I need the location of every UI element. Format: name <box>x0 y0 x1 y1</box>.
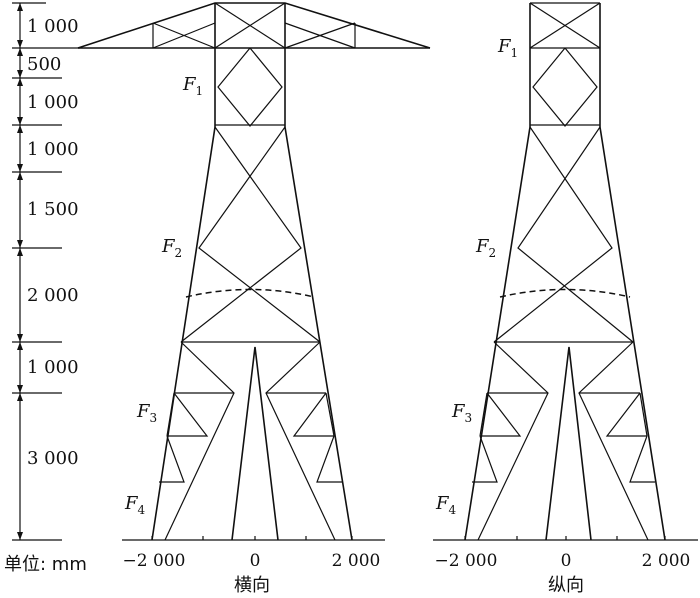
dimension-label-5: 1 500 <box>27 199 79 220</box>
dimension-label-7: 1 000 <box>27 357 79 378</box>
dimension-label-3: 1 000 <box>27 92 79 113</box>
caption-longitudinal: 纵向 <box>548 575 584 596</box>
tick-label-neg2000-long: −2 000 <box>435 551 498 571</box>
force-f1-longitudinal: F1 <box>497 36 518 60</box>
caption-transverse: 横向 <box>234 575 270 596</box>
tick-label-0-long: 0 <box>561 551 572 571</box>
force-f2-transverse: F2 <box>161 236 182 260</box>
dimension-label-2: 500 <box>27 54 61 75</box>
axis-longitudinal: −2 000 0 2 000 纵向 <box>433 536 698 596</box>
tower-head <box>214 2 286 127</box>
tick-label-0: 0 <box>250 551 261 571</box>
longitudinal-tower: F1 F2 F3 F4 −2 000 0 2 000 纵向 <box>433 2 698 596</box>
force-f3-longitudinal: F3 <box>451 401 472 425</box>
tick-label-neg2000: −2 000 <box>123 551 186 571</box>
tower-body <box>151 126 353 541</box>
transverse-tower: F1 F2 F3 F4 −2 000 0 2 000 横向 <box>77 2 431 596</box>
force-f4-longitudinal: F4 <box>435 493 457 517</box>
dimension-label-8: 3 000 <box>27 448 79 469</box>
cross-arm <box>77 2 431 49</box>
tick-label-2000: 2 000 <box>332 551 381 571</box>
dimension-label-1: 1 000 <box>27 16 79 37</box>
tick-label-2000-long: 2 000 <box>642 551 691 571</box>
unit-label: 单位: mm <box>4 554 87 575</box>
section-dashed-arc <box>185 288 315 298</box>
force-f4-transverse: F4 <box>124 493 146 517</box>
force-f2-longitudinal: F2 <box>475 236 496 260</box>
section-dashed-arc-longitudinal <box>499 288 631 298</box>
dimension-label-4: 1 000 <box>27 139 79 160</box>
dimension-chain: 1 000 500 1 000 1 000 1 500 2 000 1 000 … <box>4 2 87 575</box>
tower-body-longitudinal <box>464 126 666 541</box>
tower-head-longitudinal <box>529 2 601 127</box>
axis-transverse: −2 000 0 2 000 横向 <box>122 536 385 596</box>
dimension-label-6: 2 000 <box>27 285 79 306</box>
dimension-arrows <box>17 3 23 540</box>
dimension-ticks <box>12 2 80 541</box>
force-f3-transverse: F3 <box>136 401 157 425</box>
force-f1-transverse: F1 <box>182 74 203 98</box>
